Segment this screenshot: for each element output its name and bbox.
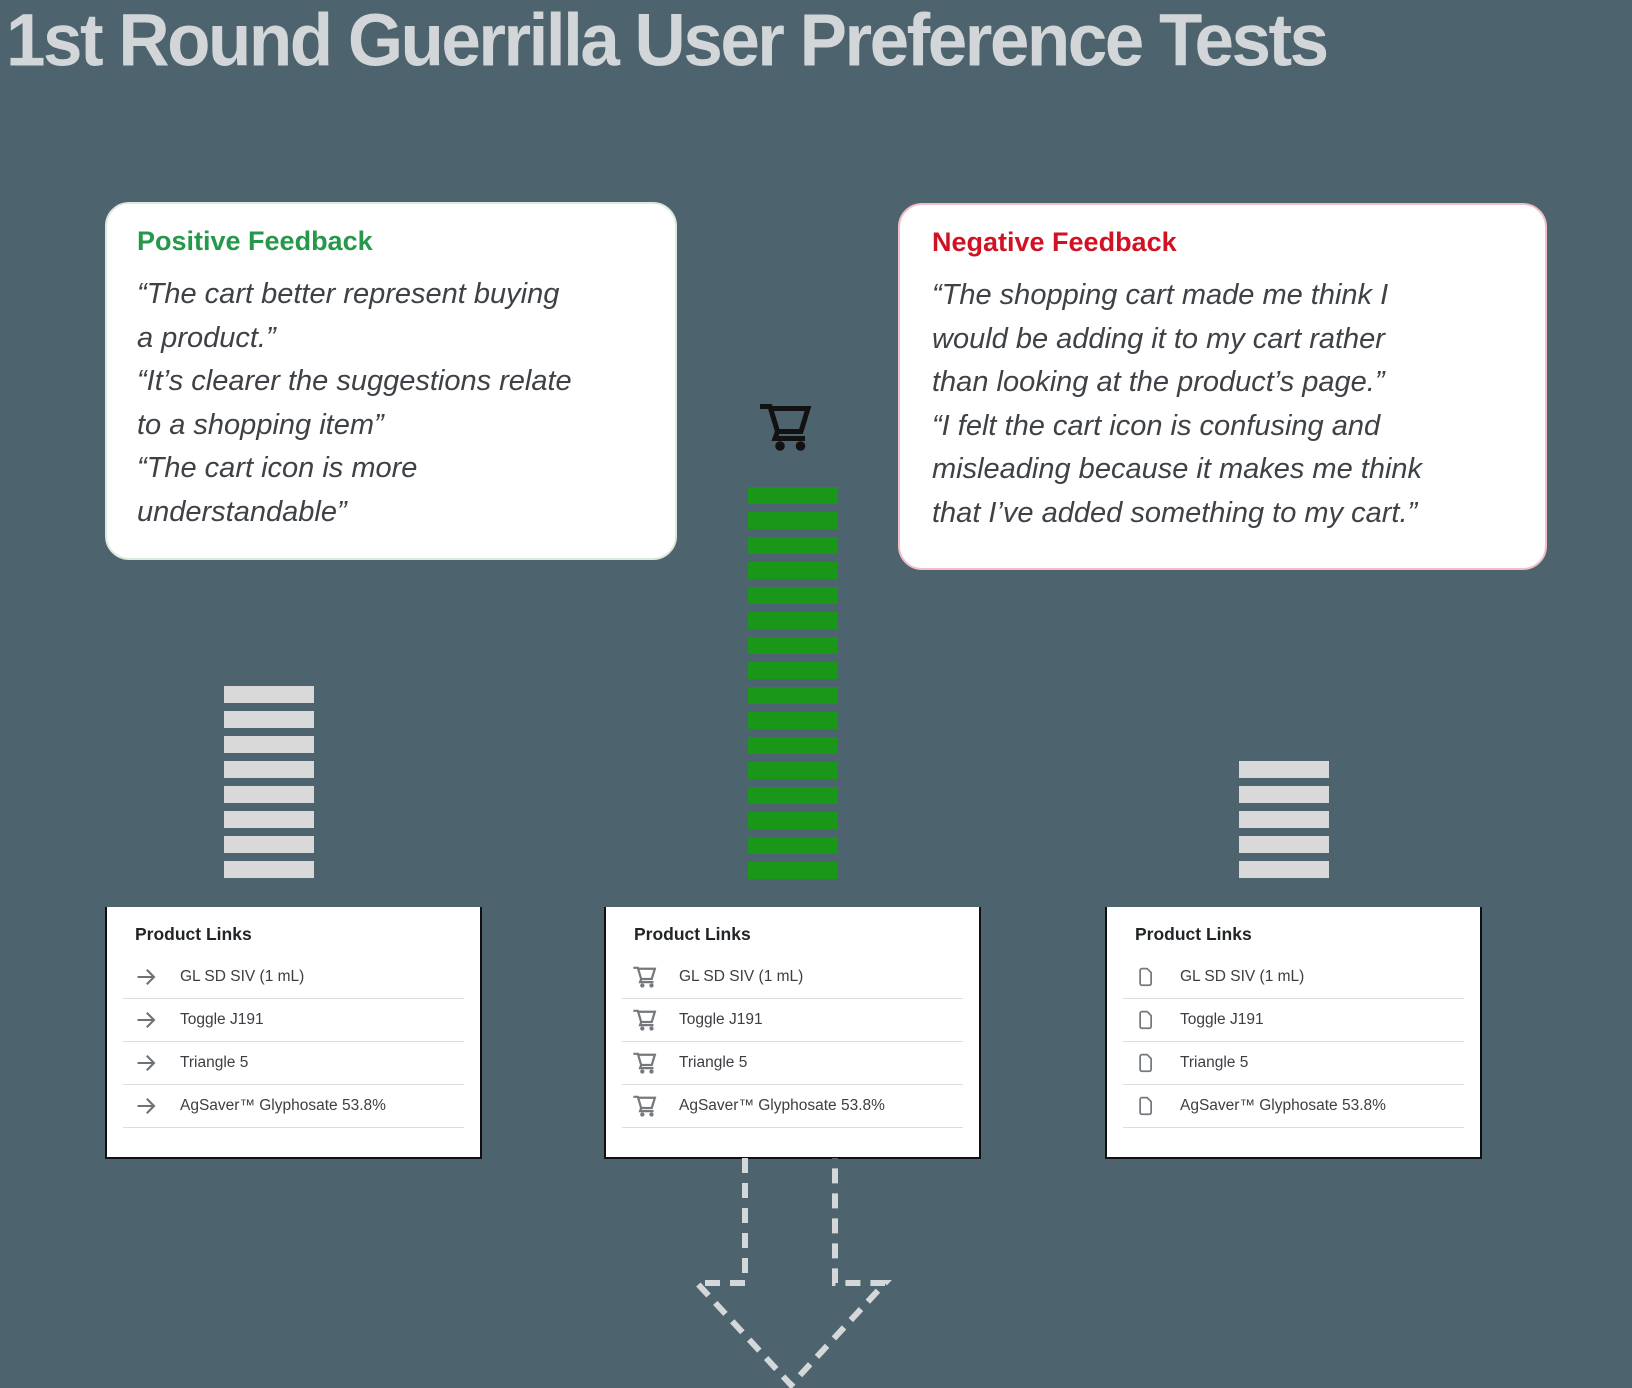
product-link-row[interactable]: Triangle 5 xyxy=(622,1042,963,1085)
product-link-label: Triangle 5 xyxy=(1180,1054,1249,1071)
negative-feedback-title: Negative Feedback xyxy=(932,227,1177,257)
tally-bar xyxy=(748,837,838,854)
tally-bar xyxy=(748,737,838,754)
product-link-row[interactable]: Toggle J191 xyxy=(622,999,963,1042)
product-link-row[interactable]: Toggle J191 xyxy=(1123,999,1464,1042)
tally-bar xyxy=(1239,786,1329,803)
document-icon xyxy=(1133,1093,1159,1119)
tally-bar xyxy=(224,811,314,828)
tally-bar xyxy=(748,787,838,804)
tally-left xyxy=(224,686,314,878)
tally-bar xyxy=(224,861,314,878)
product-link-label: AgSaver™ Glyphosate 53.8% xyxy=(180,1097,386,1114)
tally-bar xyxy=(224,761,314,778)
arrow-forward-icon xyxy=(133,1050,159,1076)
product-links-rows: GL SD SIV (1 mL) Toggle J191 Triangle 5 … xyxy=(1107,956,1480,1128)
quote-line: would be adding it to my cart rather xyxy=(932,322,1385,355)
product-link-row[interactable]: AgSaver™ Glyphosate 53.8% xyxy=(1123,1085,1464,1128)
shopping-cart-icon xyxy=(760,404,812,451)
shopping-cart-icon xyxy=(632,1050,658,1076)
quote-line: “It’s clearer the suggestions relate xyxy=(137,365,572,397)
quote-line: understandable” xyxy=(137,495,347,528)
arrow-forward-icon xyxy=(133,964,159,990)
product-links-rows: GL SD SIV (1 mL) Toggle J191 Triangle 5 … xyxy=(606,956,979,1128)
quote-line: misleading because it makes me think xyxy=(932,453,1423,485)
product-links-title: Product Links xyxy=(1135,924,1252,944)
product-link-row[interactable]: Triangle 5 xyxy=(123,1042,464,1085)
product-link-label: AgSaver™ Glyphosate 53.8% xyxy=(679,1097,885,1114)
tally-bar xyxy=(748,762,838,779)
quote-line: a product.” xyxy=(137,321,276,354)
product-link-row[interactable]: GL SD SIV (1 mL) xyxy=(622,956,963,999)
tally-bar xyxy=(224,786,314,803)
quote-line: “The cart better represent buying xyxy=(137,278,560,310)
tally-bar xyxy=(1239,811,1329,828)
tally-bar xyxy=(748,512,838,529)
document-icon xyxy=(1133,1007,1159,1033)
shopping-cart-icon xyxy=(632,964,658,990)
quote-line: “The shopping cart made me think I xyxy=(932,279,1389,311)
negative-feedback-card: Negative Feedback “The shopping cart mad… xyxy=(898,203,1547,570)
tally-bar xyxy=(748,487,838,504)
product-links-card-document: Product Links GL SD SIV (1 mL) Toggle J1… xyxy=(1105,907,1482,1159)
product-links-rows: GL SD SIV (1 mL) Toggle J191 Triangle 5 … xyxy=(107,956,480,1128)
product-link-row[interactable]: GL SD SIV (1 mL) xyxy=(1123,956,1464,999)
page-title: 1st Round Guerrilla User Preference Test… xyxy=(6,0,1329,83)
product-links-title: Product Links xyxy=(135,924,252,944)
tally-bar xyxy=(748,562,838,579)
tally-bar xyxy=(224,711,314,728)
product-link-label: GL SD SIV (1 mL) xyxy=(180,968,305,985)
tally-bar xyxy=(1239,861,1329,878)
tally-bar xyxy=(1239,836,1329,853)
document-icon xyxy=(1133,964,1159,990)
product-link-row[interactable]: AgSaver™ Glyphosate 53.8% xyxy=(123,1085,464,1128)
positive-feedback-quotes: “The cart better represent buying a prod… xyxy=(137,273,645,534)
document-icon xyxy=(1133,1050,1159,1076)
quote-line: than looking at the product’s page.” xyxy=(932,366,1385,398)
product-links-card-cart: Product Links GL SD SIV (1 mL) Toggle J1… xyxy=(604,907,981,1159)
tally-bar xyxy=(748,587,838,604)
product-link-row[interactable]: GL SD SIV (1 mL) xyxy=(123,956,464,999)
product-link-row[interactable]: Toggle J191 xyxy=(123,999,464,1042)
positive-feedback-card: Positive Feedback “The cart better repre… xyxy=(105,202,677,560)
tally-bar xyxy=(224,686,314,703)
tally-right xyxy=(1239,761,1329,878)
product-link-label: Toggle J191 xyxy=(679,1011,763,1028)
product-link-label: Triangle 5 xyxy=(180,1054,249,1071)
negative-feedback-quotes: “The shopping cart made me think I would… xyxy=(932,274,1515,535)
product-link-label: Toggle J191 xyxy=(180,1011,264,1028)
tally-bar xyxy=(748,687,838,704)
quote-line: “The cart icon is more xyxy=(137,452,418,484)
shopping-cart-icon xyxy=(632,1093,658,1119)
tally-bar xyxy=(748,712,838,729)
arrow-forward-icon xyxy=(133,1093,159,1119)
arrow-forward-icon xyxy=(133,1007,159,1033)
tally-bar xyxy=(224,836,314,853)
quote-line: to a shopping item” xyxy=(137,408,384,441)
positive-feedback-title: Positive Feedback xyxy=(137,226,373,256)
tally-bar xyxy=(748,862,838,879)
product-link-row[interactable]: Triangle 5 xyxy=(1123,1042,1464,1085)
product-links-title: Product Links xyxy=(634,924,751,944)
product-link-label: AgSaver™ Glyphosate 53.8% xyxy=(1180,1097,1386,1114)
tally-bar xyxy=(1239,761,1329,778)
product-link-row[interactable]: AgSaver™ Glyphosate 53.8% xyxy=(622,1085,963,1128)
product-link-label: GL SD SIV (1 mL) xyxy=(1180,968,1305,985)
product-link-label: Triangle 5 xyxy=(679,1054,748,1071)
tally-bar xyxy=(748,612,838,629)
product-link-label: GL SD SIV (1 mL) xyxy=(679,968,804,985)
shopping-cart-icon xyxy=(632,1007,658,1033)
product-link-label: Toggle J191 xyxy=(1180,1011,1264,1028)
dashed-down-arrow-icon xyxy=(690,1158,892,1388)
product-links-card-arrow: Product Links GL SD SIV (1 mL) Toggle J1… xyxy=(105,907,482,1159)
tally-bar xyxy=(224,736,314,753)
tally-bar xyxy=(748,637,838,654)
tally-bar xyxy=(748,537,838,554)
tally-bar xyxy=(748,812,838,829)
tally-bar xyxy=(748,662,838,679)
tally-middle xyxy=(748,487,838,879)
quote-line: that I’ve added something to my cart.” xyxy=(932,496,1418,529)
quote-line: “I felt the cart icon is confusing and xyxy=(932,409,1381,442)
